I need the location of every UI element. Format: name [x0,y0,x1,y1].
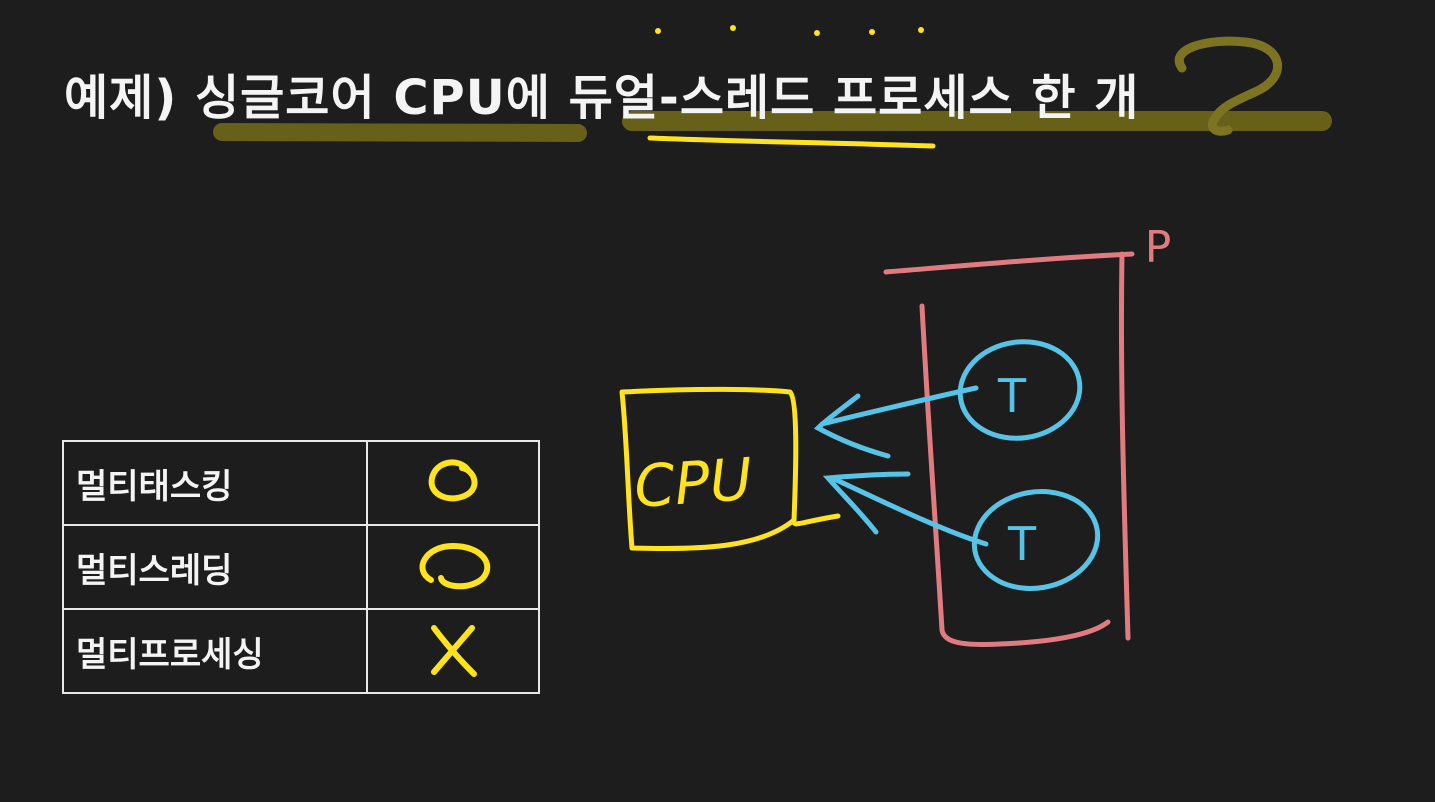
emphasis-dot [814,30,820,36]
row-mark-cell: O [366,440,540,526]
emphasis-dot [918,27,924,33]
page-title: 예제) 싱글코어 CPU에 듀얼-스레드 프로세스 한 개 [64,70,1140,126]
cpu-box [619,386,841,552]
row-mark-cell: X [366,608,540,694]
highlight-single-core [213,123,587,142]
row-label-multiprocessing: 멀티프로세싱 [62,608,368,694]
capability-table: 멀티태스킹 O 멀티스레딩 O 멀티프로세싱 [62,440,540,694]
thread-label-2: T [1007,517,1037,571]
table-row: 멀티태스킹 O [62,440,540,526]
underline-dual-thread [647,135,936,149]
table-row: 멀티스레딩 O [62,524,540,610]
arrow-thread1-to-cpu [813,385,979,459]
row-label-multithreading: 멀티스레딩 [62,524,368,610]
thread-circle-2 [971,489,1101,591]
row-mark-cell: O [366,524,540,610]
mark-x-icon: X [431,625,477,677]
emphasis-dots [655,25,924,36]
process-label: P [1145,222,1172,273]
thread-circle-1 [957,339,1083,441]
mark-o-icon: O [419,542,491,590]
emphasis-dot [730,25,736,31]
cpu-label: CPU [632,445,754,521]
row-label-multitasking: 멀티태스킹 [62,440,368,526]
table-row: 멀티프로세싱 X [62,608,540,694]
emphasis-dot [869,29,875,35]
circle-one [1175,36,1283,136]
emphasis-dot [655,28,661,34]
arrow-thread2-to-cpu [822,471,989,547]
mark-o-icon: O [428,459,478,502]
thread-label-1: T [997,369,1027,423]
process-box [883,251,1135,647]
